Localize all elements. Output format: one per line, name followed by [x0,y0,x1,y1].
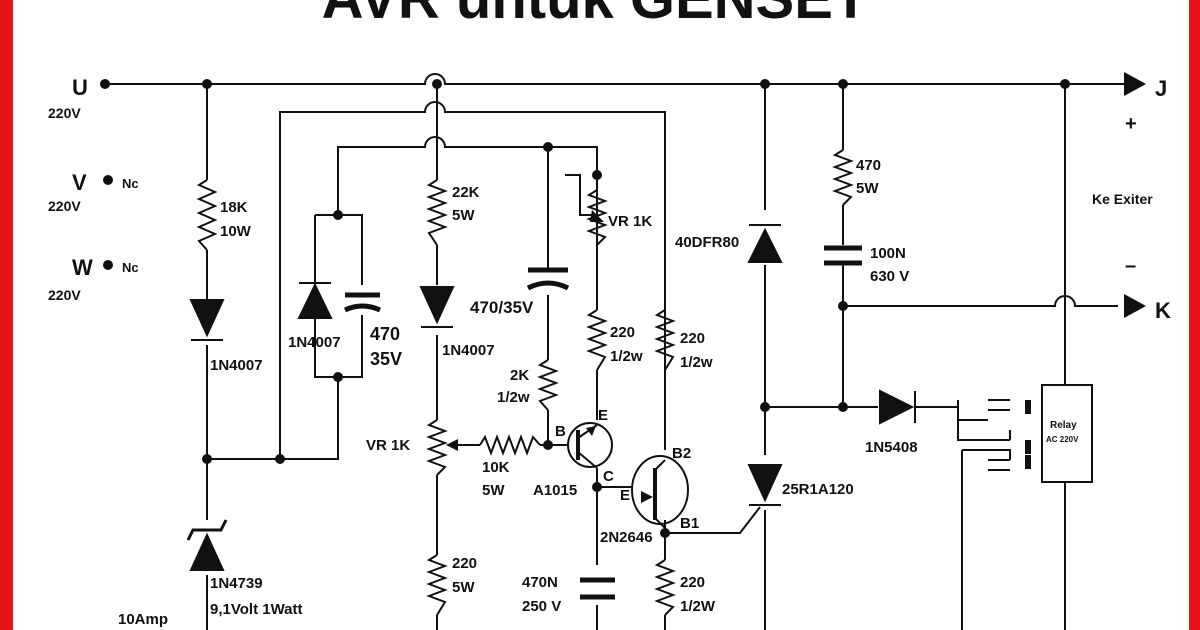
label-r3-val: 220 [452,555,477,572]
resistor-2k [537,359,559,411]
label-q2-b1: B1 [680,515,699,532]
label-w-volt: 220V [48,287,81,303]
label-relay-volt: AC 220V [1046,435,1079,444]
resistor-22k [426,179,448,246]
label-r1-val: 18K [220,199,248,216]
label-w-nc: Nc [122,260,139,275]
left-red-border [0,0,13,630]
diode-40dfr80 [747,227,783,263]
label-c2: 470/35V [470,298,534,317]
diagram-title: AVR untuk GENSET [322,0,869,31]
label-q2-e: E [620,487,630,504]
label-vr1: VR 1K [366,437,410,454]
label-r5-pow: 1/2w [610,348,643,365]
diode-1n4007-a [189,299,225,338]
label-r3-pow: 5W [452,579,475,596]
vr-1k-left [426,419,448,476]
label-vr2: VR 1K [608,213,652,230]
label-r4-val: 2K [510,367,529,384]
label-r7-pow: 5W [482,482,505,499]
label-c3-val: 470N [522,574,558,591]
label-q1-c: C [603,468,614,485]
label-c3-volt: 250 V [522,598,561,615]
label-q2: 2N2646 [600,529,653,546]
label-q1: A1015 [533,482,577,499]
diode-1n4007-b [297,282,333,319]
label-r9-pow: 5W [856,180,879,197]
resistor-220-5w [426,554,448,616]
label-v: V [72,170,87,195]
label-r7-val: 10K [482,459,510,476]
label-c1-volt: 35V [370,349,402,369]
label-relay: Relay [1050,420,1077,431]
label-r2-val: 22K [452,184,480,201]
label-q2-b2: B2 [672,445,691,462]
label-r6-val: 220 [680,330,705,347]
wire-rail-3 [337,136,598,215]
label-plus: + [1125,113,1137,135]
rail-u-j [105,73,1118,85]
resistor-220-a [586,309,608,371]
label-c1-val: 470 [370,324,400,344]
label-amp: 10Amp [118,611,168,628]
label-d4: 40DFR80 [675,234,739,251]
label-u: U [72,75,88,100]
label-minus: – [1125,255,1136,277]
label-c4-val: 100N [870,245,906,262]
label-d3: 1N4007 [442,342,495,359]
transistor-a1015 [567,422,613,468]
label-q1-e: E [598,407,608,424]
label-d2: 1N4007 [288,334,341,351]
label-scr: 25R1A120 [782,481,854,498]
label-r8-pow: 1/2W [680,598,716,615]
label-zener-spec: 9,1Volt 1Watt [210,601,303,618]
label-ke-exiter: Ke Exiter [1092,191,1153,207]
resistor-220-c [654,559,676,616]
label-v-volt: 220V [48,198,81,214]
label-u-volt: 220V [48,105,81,121]
relay-box [1041,384,1093,483]
label-v-nc: Nc [122,176,139,191]
label-r4-pow: 1/2w [497,389,530,406]
label-w: W [72,255,93,280]
label-r6-pow: 1/2w [680,354,713,371]
scr-25r1a120 [747,464,783,503]
resistor-10k [479,434,541,456]
resistor-220-b [654,309,676,371]
diode-1n5408 [879,389,915,425]
diode-1n4007-c [419,286,455,325]
zener-1n4739 [189,532,225,571]
resistor-18k [196,179,218,251]
wire-rail-2 [279,101,666,459]
label-q1-b: B [555,423,566,440]
label-c4-volt: 630 V [870,268,909,285]
label-k: K [1155,298,1171,323]
label-zener: 1N4739 [210,575,263,592]
label-r1-pow: 10W [220,223,252,240]
label-r2-pow: 5W [452,207,475,224]
label-r9-val: 470 [856,157,881,174]
resistor-470 [832,149,854,206]
label-d1: 1N4007 [210,357,263,374]
label-d5: 1N5408 [865,439,918,456]
right-red-border [1189,0,1200,630]
label-r5-val: 220 [610,324,635,341]
label-r8-val: 220 [680,574,705,591]
label-j: J [1155,76,1167,101]
